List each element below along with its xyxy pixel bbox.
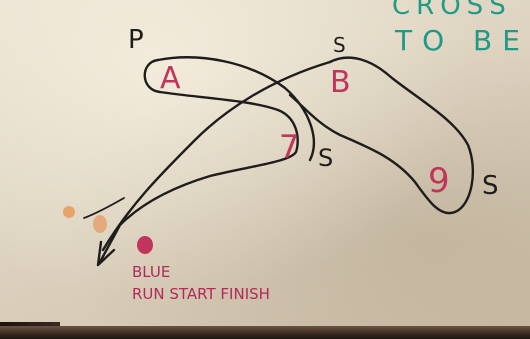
orange-dot-2 — [93, 215, 107, 233]
zone-a-label: A — [160, 61, 181, 96]
tick-mark — [83, 197, 125, 219]
zone-9-label: 9 — [428, 161, 450, 201]
loop-b-9 — [288, 56, 475, 215]
long-run-line — [101, 60, 332, 252]
zone-b-label: B — [330, 65, 351, 100]
orange-dot-1 — [63, 206, 75, 218]
board-frame-edge — [0, 326, 530, 339]
loop-a-top — [156, 56, 315, 162]
zone-9-tag: S — [482, 171, 499, 201]
sticker-s-label: S — [333, 33, 346, 57]
loop-a-7 — [98, 58, 299, 264]
sticker-p-label: P — [128, 25, 144, 55]
top-right-text-line1: CROSS — [392, 0, 512, 21]
arrow-head-icon — [96, 240, 116, 267]
top-right-text-line2: TO BE — [394, 24, 530, 57]
zone-7-label: 7 — [279, 128, 299, 166]
legend-line-2: RUN START FINISH — [132, 285, 270, 303]
legend-line-1: BLUE — [132, 263, 170, 281]
red-dot — [137, 236, 153, 254]
zone-7-tag: S — [318, 144, 333, 172]
